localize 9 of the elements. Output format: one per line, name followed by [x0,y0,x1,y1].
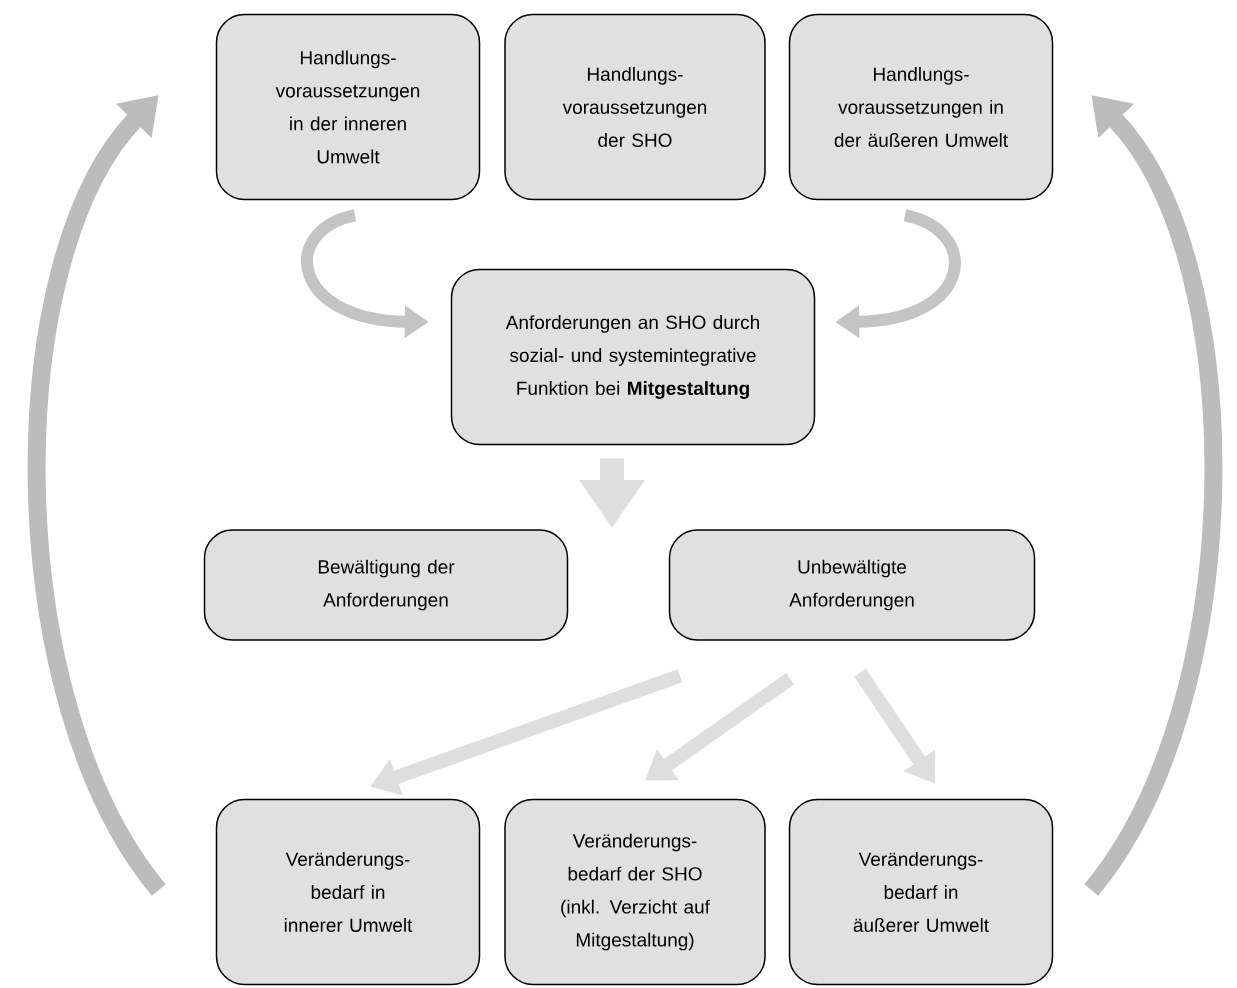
rounded-box: Unbewältigte Anforderungen [668,529,1036,641]
rounded-box: Veränderungs- bedarf in innerer Umwelt [215,798,481,986]
rounded-box: Handlungs- voraussetzungen der SHO [504,13,766,201]
rounded-box: Bewältigung der Anforderungen [203,529,569,641]
rounded-box: Handlungs- voraussetzungen in der äußeren Umwelt [788,13,1054,201]
rounded-box: Handlungs- voraussetzungen in der inneren Umwelt [215,13,481,201]
rounded-box: Veränderungs- bedarf in äußerer Umwelt [788,798,1054,986]
rounded-box: Anforderungen an SHO durch sozial- und systemintegrative Funktion bei Mitgestaltung [450,268,816,446]
rounded-box: Veränderungs- bedarf der SHO (inkl. Verzicht auf Mitgestaltung) [504,798,766,986]
